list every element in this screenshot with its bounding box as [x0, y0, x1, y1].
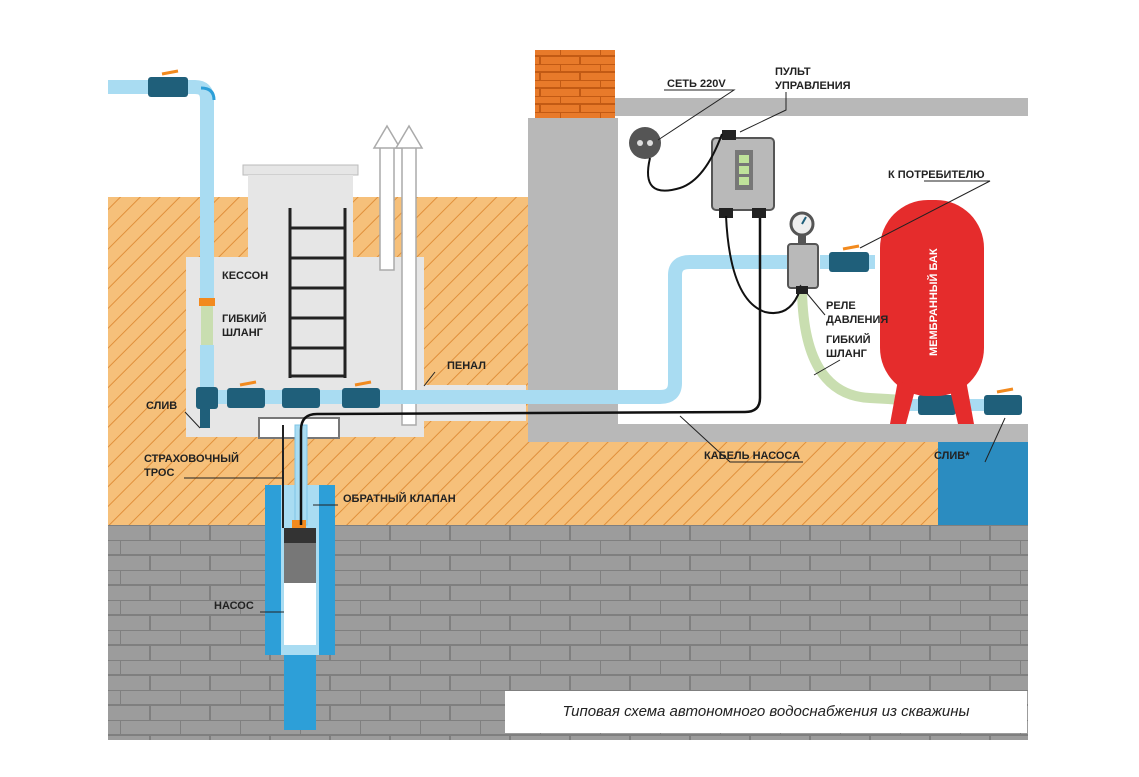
label-membrane-tank: МЕМБРАННЫЙ БАК: [927, 248, 940, 356]
well-bottom: [284, 655, 316, 730]
caisson-neck: [248, 175, 353, 257]
chimney: [535, 50, 615, 118]
house-ceiling: [615, 98, 1028, 116]
label-pressure-relay-2: ДАВЛЕНИЯ: [826, 314, 888, 326]
tee-fitting: [282, 388, 320, 408]
valve-tank-2: [984, 395, 1022, 415]
house-floor: [528, 424, 1028, 442]
label-flex-hose-left-1: ГИБКИЙ: [222, 312, 267, 325]
socket-wire: [647, 133, 723, 192]
hose-coupling-left: [199, 298, 215, 306]
label-pump: НАСОС: [214, 600, 254, 612]
house-wall: [528, 118, 618, 440]
valve-inlet: [148, 77, 188, 97]
label-safety-rope-1: СТРАХОВОЧНЫЙ: [144, 452, 239, 465]
valves: [148, 77, 1022, 428]
drain-valve-left-body: [200, 408, 210, 428]
valve-caisson-2: [342, 388, 380, 408]
pump-body: [284, 583, 316, 645]
drain-pit: [938, 442, 1028, 525]
caisson-top: [242, 164, 359, 176]
valve-consumer: [829, 252, 869, 272]
diagram-caption: Типовая схема автономного водоснабжения …: [505, 691, 1027, 733]
pump-motor: [284, 543, 316, 583]
label-caisson: КЕССОН: [222, 270, 268, 282]
leader-lines: [184, 89, 1006, 613]
label-check-valve: ОБРАТНЫЙ КЛАПАН: [343, 492, 456, 505]
pipe-outlines: [200, 86, 216, 101]
caisson-ladder: [288, 208, 347, 378]
membrane-tank: [880, 200, 984, 424]
label-pump-cable: КАБЕЛЬ НАСОСА: [704, 450, 800, 462]
valve-tank-1: [918, 395, 956, 415]
label-network: СЕТЬ 220V: [667, 78, 726, 90]
label-control-panel-2: УПРАВЛЕНИЯ: [775, 80, 851, 92]
label-casing: ПЕНАЛ: [447, 360, 486, 372]
label-safety-rope-2: ТРОС: [144, 467, 174, 479]
pressure-relay: [787, 211, 819, 294]
label-flex-hose-left-2: ШЛАНГ: [222, 327, 264, 339]
relay-wire: [725, 215, 801, 314]
label-flex-hose-right-1: ГИБКИЙ: [826, 333, 871, 346]
label-control-panel-1: ПУЛЬТ: [775, 66, 811, 78]
valve-drain-left: [196, 387, 218, 409]
label-drain-right: СЛИВ*: [934, 450, 970, 462]
pump-head: [284, 528, 316, 543]
label-pressure-relay-1: РЕЛЕ: [826, 300, 856, 312]
check-valve-part: [292, 520, 306, 528]
label-drain-left: СЛИВ: [146, 400, 177, 412]
control-panel: [711, 130, 775, 218]
flex-hose-right: [797, 284, 906, 405]
vent-pipes: [372, 124, 424, 426]
power-socket: [629, 127, 661, 159]
valve-caisson-1: [227, 388, 265, 408]
pump-cable: [299, 215, 762, 525]
label-flex-hose-right-2: ШЛАНГ: [826, 348, 868, 360]
label-to-consumer: К ПОТРЕБИТЕЛЮ: [888, 169, 985, 181]
